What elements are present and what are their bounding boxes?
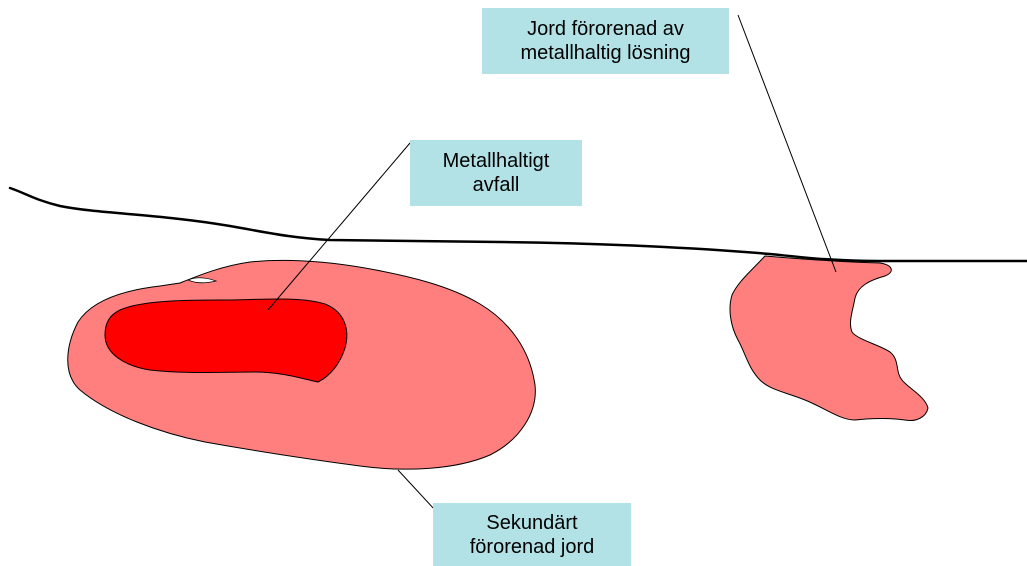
label-metal-waste-line1: Metallhaltigt xyxy=(443,149,550,173)
leader-line-contaminated-soil xyxy=(738,15,836,272)
label-contaminated-soil-line1: Jord förorenad av xyxy=(527,17,684,41)
label-metal-waste: Metallhaltigt avfall xyxy=(410,140,582,206)
label-secondary-soil-line2: förorenad jord xyxy=(470,535,595,559)
label-contaminated-soil: Jord förorenad av metallhaltig lösning xyxy=(482,8,729,74)
label-contaminated-soil-line2: metallhaltig lösning xyxy=(520,41,690,65)
leader-line-secondary-soil xyxy=(398,470,435,510)
label-secondary-soil: Sekundärt förorenad jord xyxy=(433,503,631,566)
solution-contamination-zone xyxy=(730,256,928,421)
label-metal-waste-line2: avfall xyxy=(473,173,520,197)
label-secondary-soil-line1: Sekundärt xyxy=(486,511,577,535)
